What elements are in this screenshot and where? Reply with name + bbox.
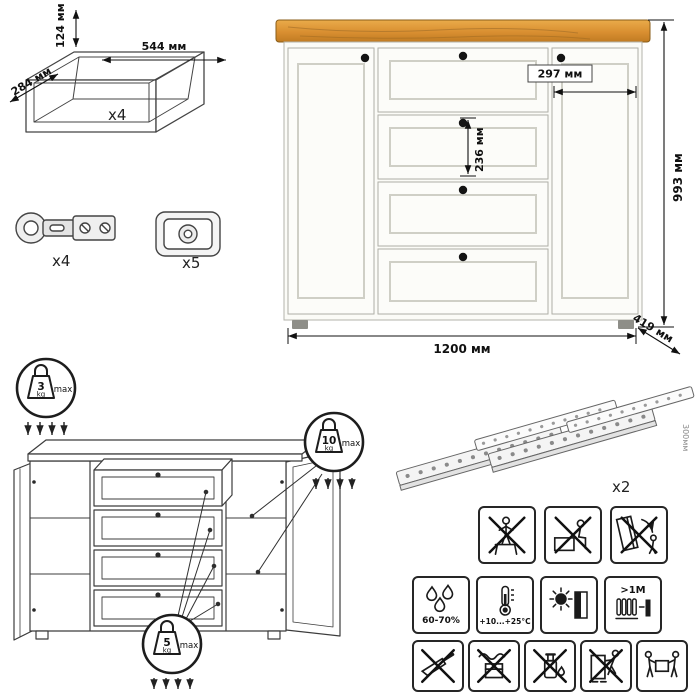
door-load-value: 10 bbox=[322, 435, 337, 447]
commode-foot-right bbox=[618, 320, 634, 329]
drawer-height-dimension bbox=[460, 117, 476, 177]
no-sharp-objects-icon bbox=[420, 648, 456, 684]
heat-distance-icon bbox=[615, 597, 651, 619]
humidity-icon bbox=[426, 584, 454, 613]
warning-no-chemicals bbox=[524, 640, 576, 692]
load-badge-top: 3 kg max bbox=[15, 357, 77, 419]
door-load-unit: kg bbox=[325, 445, 334, 453]
temperature-requirement: +10...+25°С bbox=[476, 576, 534, 634]
no-sitting-icon bbox=[553, 516, 592, 554]
warning-no-sharp-objects bbox=[412, 640, 464, 692]
slides-qty-label: x2 bbox=[612, 478, 631, 496]
hinge-icon bbox=[15, 212, 116, 244]
drawer-load-max: max bbox=[180, 641, 199, 651]
drawer-slide-icon bbox=[395, 399, 618, 491]
drawer-box-diagram: 124 мм 544 мм 284 мм x4 bbox=[9, 3, 226, 133]
no-dragging-icon bbox=[588, 648, 624, 684]
open-commode-drawing bbox=[13, 439, 341, 641]
right-door-knob bbox=[556, 53, 566, 63]
drawer-load-unit: kg bbox=[163, 647, 172, 655]
door-width-label: 297 мм bbox=[538, 68, 583, 81]
top-load-unit: kg bbox=[37, 391, 46, 399]
drawer1-knob bbox=[458, 51, 468, 61]
heat-distance-requirement: >1M bbox=[604, 576, 662, 634]
top-load-value: 3 bbox=[37, 381, 44, 393]
load-pointer-lines bbox=[177, 465, 323, 622]
commode-top-panel bbox=[275, 19, 651, 43]
carry-two-persons bbox=[636, 640, 688, 692]
foot-qty-label: x5 bbox=[182, 254, 201, 272]
load-badge-drawer: 5 kg max bbox=[141, 613, 203, 675]
box-height-label: 124 мм bbox=[54, 3, 67, 48]
warning-no-sitting bbox=[544, 506, 602, 564]
hinge-diagram bbox=[15, 212, 116, 244]
drawer-slides-diagram bbox=[395, 386, 695, 491]
open-commode-diagram: 3 kg max 10 kg max bbox=[13, 357, 365, 689]
sunlight-icon bbox=[549, 587, 588, 619]
height-dimension bbox=[638, 19, 674, 328]
slides-length-label: 300мм bbox=[681, 424, 690, 452]
sunlight-warning bbox=[540, 576, 598, 634]
tip-over-warning-icon bbox=[615, 515, 658, 555]
door-width-dimension bbox=[527, 64, 637, 98]
top-load-arrows bbox=[24, 422, 68, 435]
width-dimension bbox=[287, 328, 637, 344]
warning-no-wet-cleaning bbox=[468, 640, 520, 692]
drawer-load-value: 5 bbox=[163, 637, 170, 649]
top-load-max: max bbox=[54, 385, 73, 395]
door-load-arrows bbox=[312, 478, 356, 489]
depth-label: 419 мм bbox=[630, 311, 675, 345]
drawer-height-label: 236 мм bbox=[473, 127, 486, 172]
left-door-knob bbox=[360, 53, 370, 63]
temperature-icon bbox=[499, 585, 514, 616]
door-load-max: max bbox=[342, 439, 361, 449]
heat-distance-label: >1M bbox=[620, 584, 646, 596]
commode-front-view: 297 мм 236 мм 993 мм 1200 мм 419 мм bbox=[275, 19, 685, 356]
commode-body bbox=[283, 41, 643, 329]
box-qty-label: x4 bbox=[108, 106, 126, 124]
load-badge-door: 10 kg max bbox=[303, 411, 365, 473]
depth-dimension bbox=[637, 327, 681, 355]
drawer4-knob bbox=[458, 252, 468, 262]
carry-two-persons-icon bbox=[644, 650, 680, 678]
no-wet-cleaning-icon bbox=[476, 648, 512, 684]
warning-no-climbing bbox=[478, 506, 536, 564]
no-chemicals-icon bbox=[532, 648, 568, 684]
commode-foot-left bbox=[292, 320, 308, 329]
width-label: 1200 мм bbox=[433, 342, 490, 356]
box-width-label: 544 мм bbox=[142, 40, 187, 53]
drawer2-knob bbox=[458, 118, 468, 128]
drawer-load-arrows bbox=[150, 678, 194, 689]
hinge-qty-label: x4 bbox=[52, 252, 71, 270]
temperature-label: +10...+25°С bbox=[479, 616, 531, 626]
foot-icon bbox=[155, 211, 221, 257]
knobs-and-hinges bbox=[32, 472, 284, 612]
humidity-requirement: 60-70% bbox=[412, 576, 470, 634]
warning-no-dragging bbox=[580, 640, 632, 692]
foot-diagram bbox=[155, 211, 221, 257]
humidity-label: 60-70% bbox=[422, 616, 460, 626]
no-climbing-icon bbox=[488, 516, 526, 556]
warning-tip-over bbox=[610, 506, 668, 564]
height-label: 993 мм bbox=[671, 153, 685, 202]
drawer-box-dimension-arrows bbox=[9, 10, 226, 103]
drawer3-knob bbox=[458, 185, 468, 195]
drawer-slide-icon bbox=[487, 386, 695, 473]
